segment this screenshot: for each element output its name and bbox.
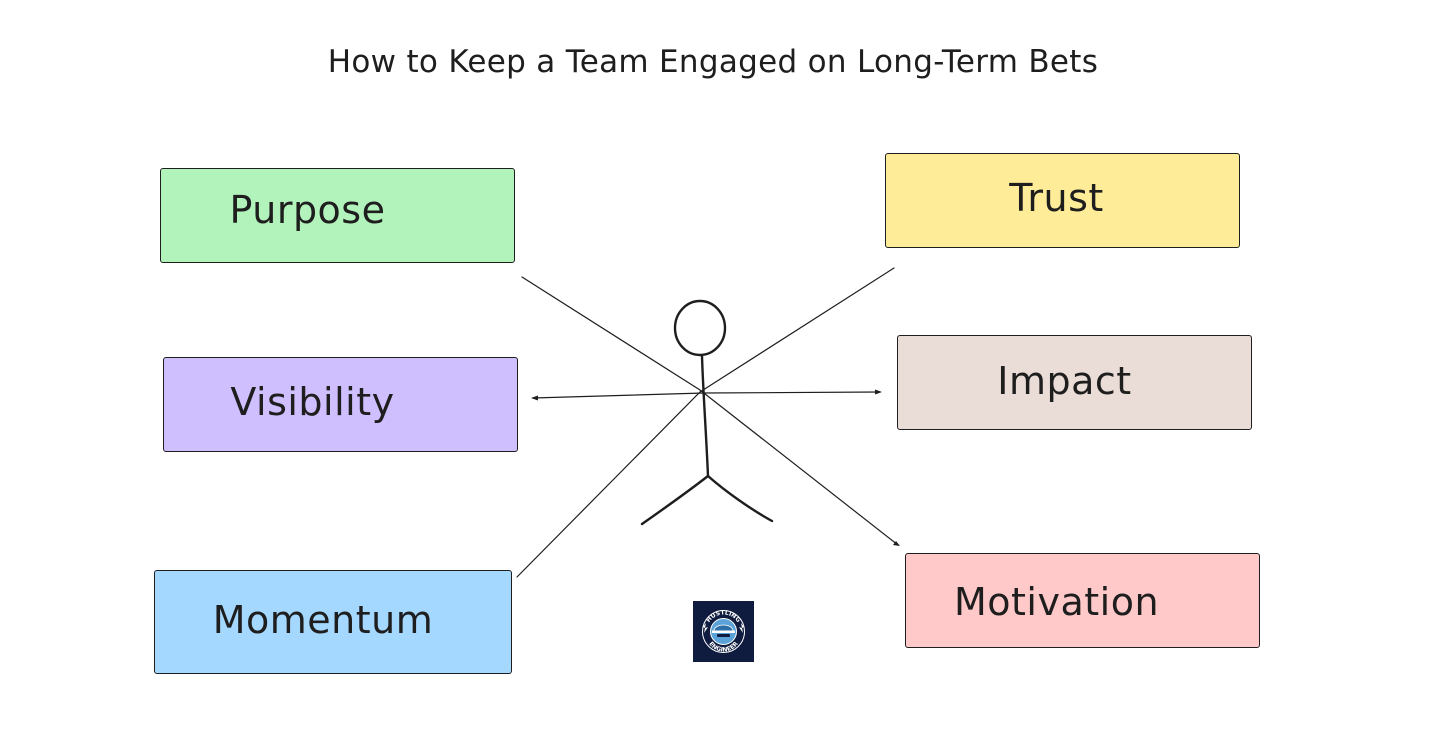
- arrowhead-impact: [875, 389, 882, 395]
- trust-box: Trust: [885, 153, 1240, 248]
- stick-figure-left-leg: [640, 474, 710, 526]
- connector-purpose-to-motivation: [521, 276, 899, 546]
- motivation-box: Motivation: [905, 553, 1260, 648]
- motivation-label: Motivation: [953, 579, 1160, 624]
- connector-momentum-to-trust: [516, 267, 895, 578]
- impact-label: Impact: [997, 358, 1132, 403]
- purpose-box: Purpose: [160, 168, 515, 263]
- stick-figure-head: [673, 299, 727, 357]
- stick-figure-right-leg: [706, 474, 774, 523]
- arrowhead-visibility: [531, 395, 538, 401]
- diagram-title: How to Keep a Team Engaged on Long-Term …: [327, 44, 1099, 80]
- stick-figure: [640, 299, 774, 526]
- stick-figure-body: [700, 354, 710, 478]
- trust-label: Trust: [1009, 175, 1104, 220]
- arrowhead-motivation: [893, 541, 900, 546]
- hustling-engineer-logo: HUSTLING ENGINEER: [693, 601, 754, 662]
- momentum-box: Momentum: [154, 570, 512, 674]
- visibility-label: Visibility: [230, 379, 395, 424]
- momentum-label: Momentum: [212, 598, 434, 642]
- visibility-box: Visibility: [163, 357, 518, 452]
- impact-box: Impact: [897, 335, 1252, 430]
- purpose-label: Purpose: [229, 187, 386, 232]
